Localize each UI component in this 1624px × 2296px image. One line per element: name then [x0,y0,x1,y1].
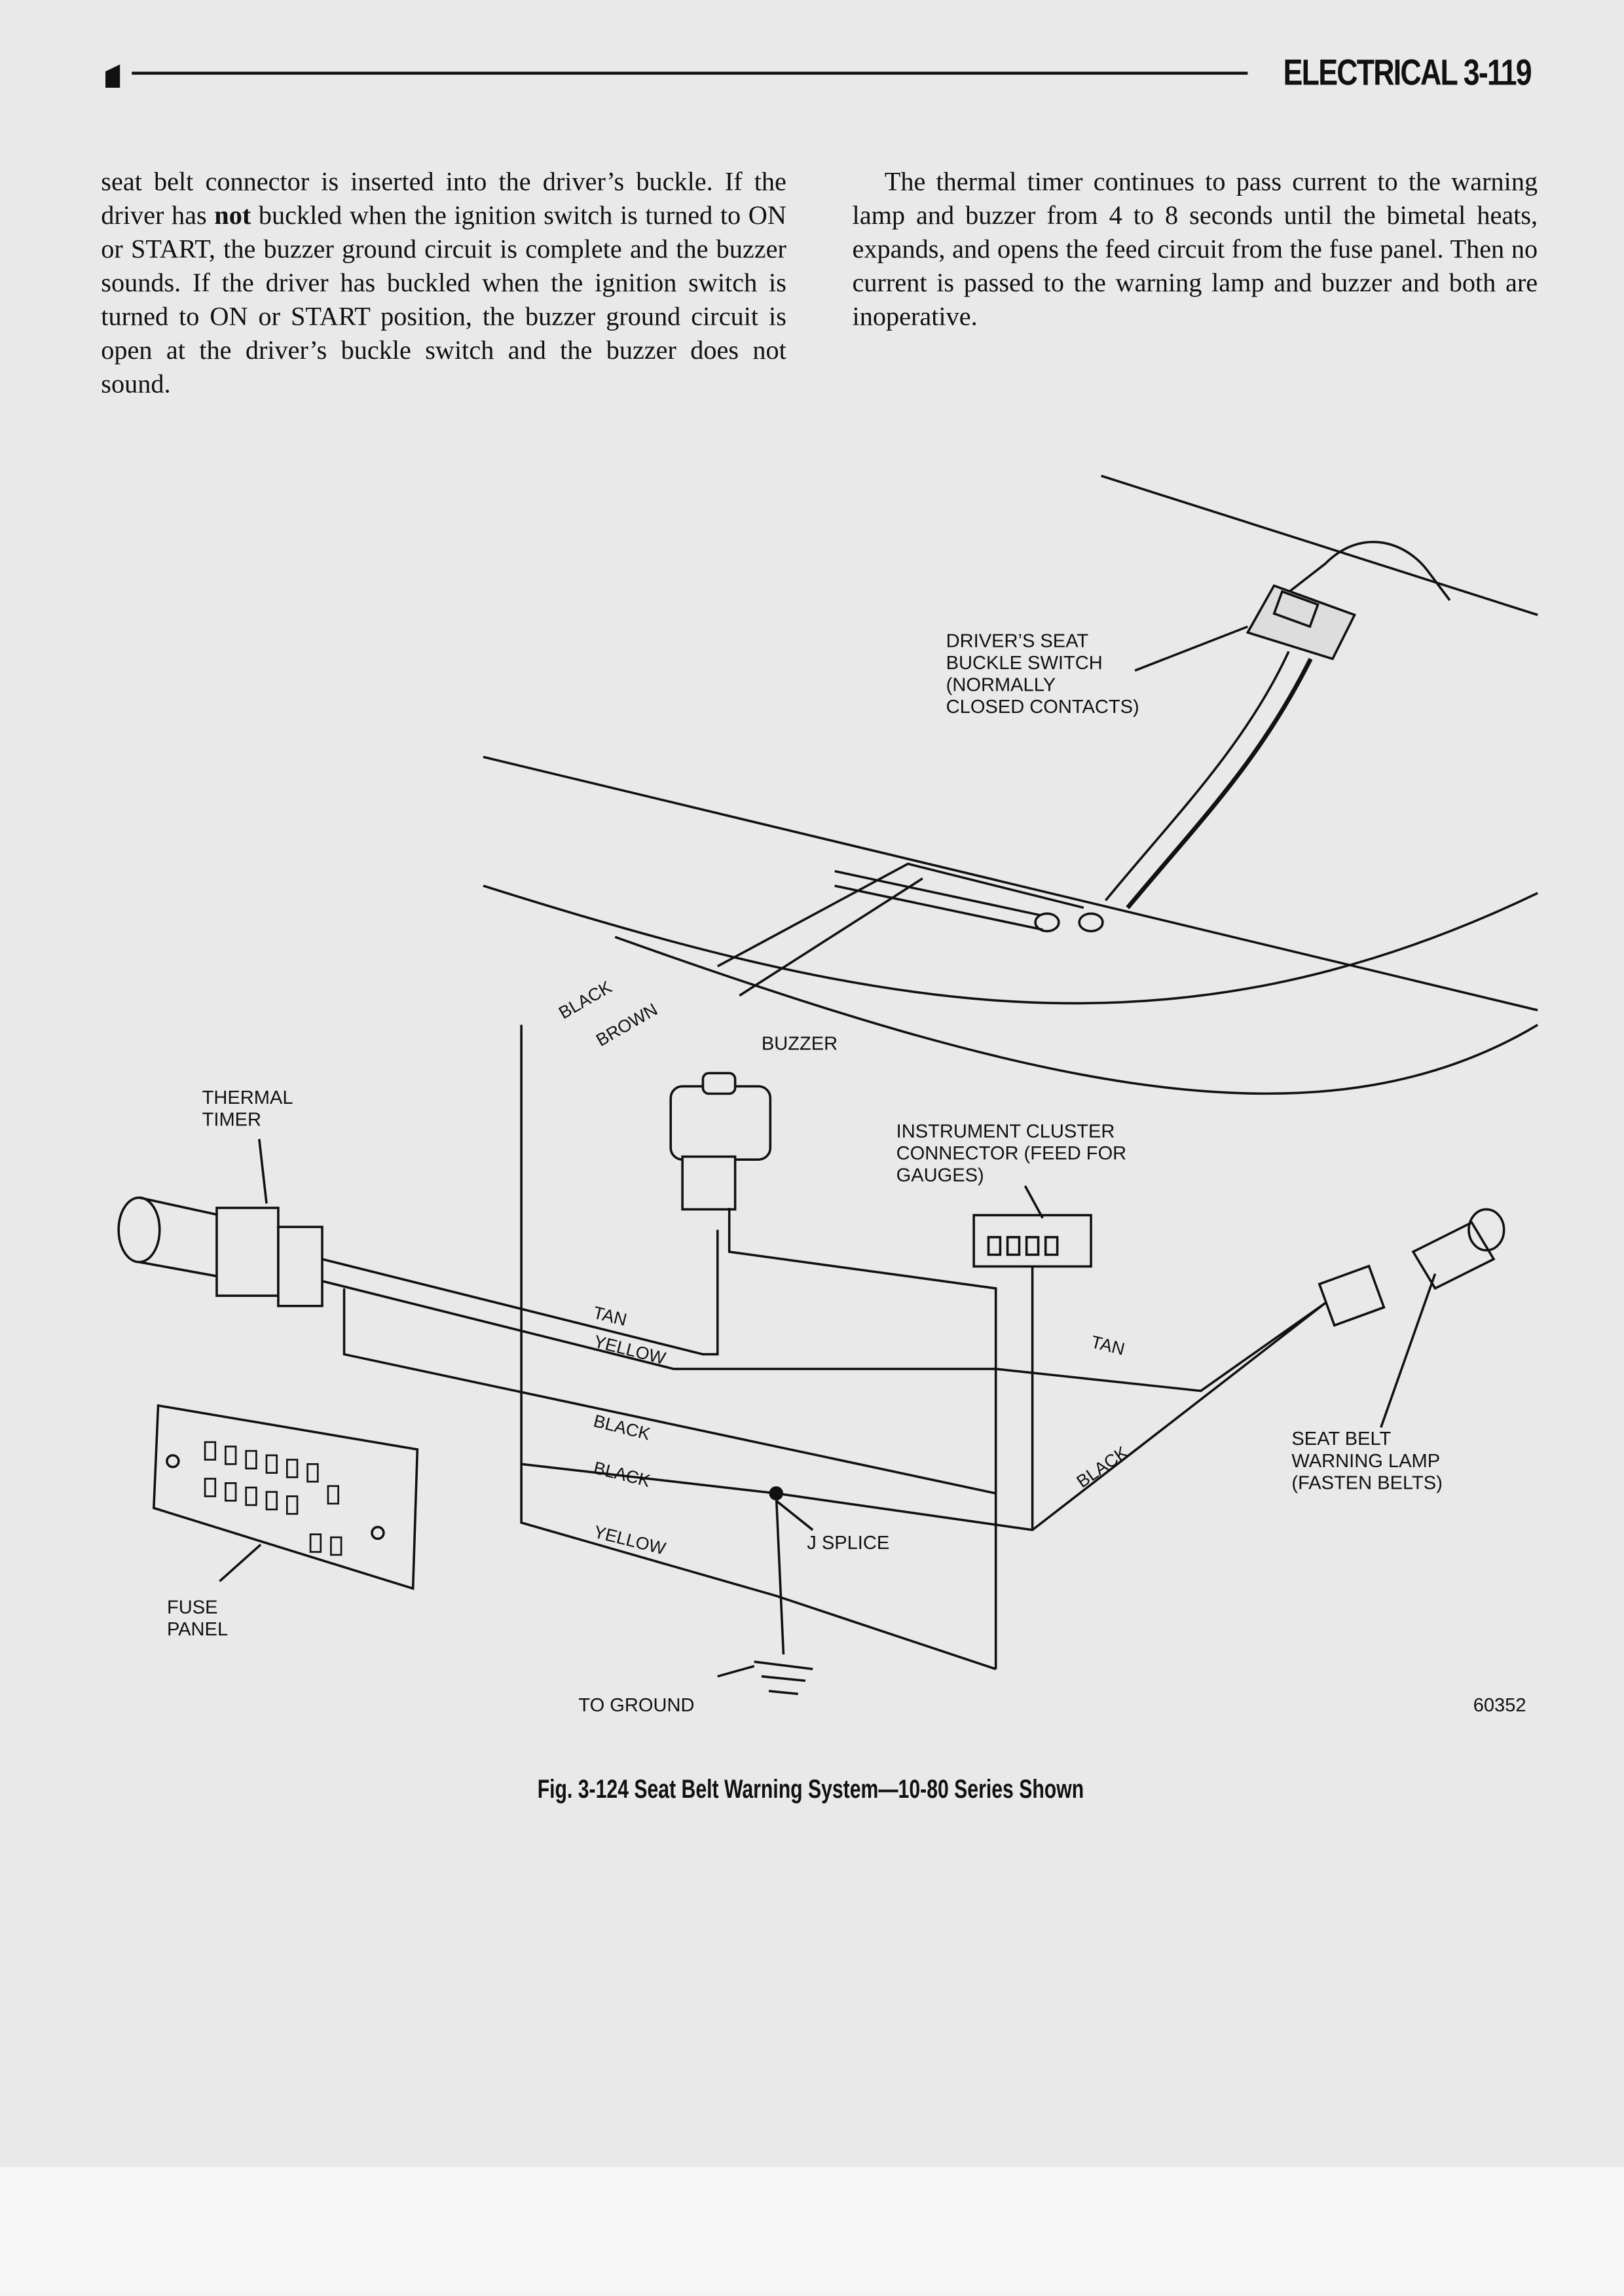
buckle-switch-label: DRIVER’S SEAT BUCKLE SWITCH (NORMALLY CL… [946,629,1139,718]
header-rule [132,71,1248,75]
buzzer-label: BUZZER [761,1032,838,1055]
wires [322,862,1326,1696]
buzzer-icon [669,1072,772,1211]
fuse-panel-label: FUSE PANEL [166,1595,229,1640]
warning-lamp-icon [1318,1208,1505,1327]
body-line [1101,475,1538,616]
scan-margin [0,2166,1624,2296]
text-run: seat belt connector is inserted into the… [101,166,786,230]
right-column-text: The thermal timer continues to pass curr… [852,166,1538,331]
body-line [483,756,1538,1011]
cluster-connector-icon [972,1214,1092,1268]
cluster-connector-label: INSTRUMENT CLUSTER CONNECTOR (FEED FOR G… [896,1120,1127,1186]
warning-lamp-label: SEAT BELT WARNING LAMP (FASTEN BELTS) [1291,1427,1443,1494]
left-column-text: seat belt connector is inserted into the… [101,166,786,401]
j-splice-label: J SPLICE [807,1531,890,1554]
logo-mark [105,64,120,88]
page-header-title: ELECTRICAL 3-119 [1282,52,1532,94]
figure-number: 60352 [1473,1694,1526,1716]
to-ground-label: TO GROUND [578,1694,695,1716]
harness-connector-icon [834,869,1104,933]
bold-text-run: not [214,200,251,230]
buckle-switch-icon [1105,541,1451,909]
text-run: buckled when the ignition switch is turn… [101,200,786,399]
body-line [614,936,1539,1095]
body-line [483,884,1538,1005]
thermal-timer-icon [117,1196,323,1307]
fuse-panel-icon [152,1404,419,1590]
thermal-timer-label: THERMAL TIMER [202,1086,293,1131]
figure-caption: Fig. 3-124 Seat Belt Warning System—10-8… [537,1774,1084,1804]
